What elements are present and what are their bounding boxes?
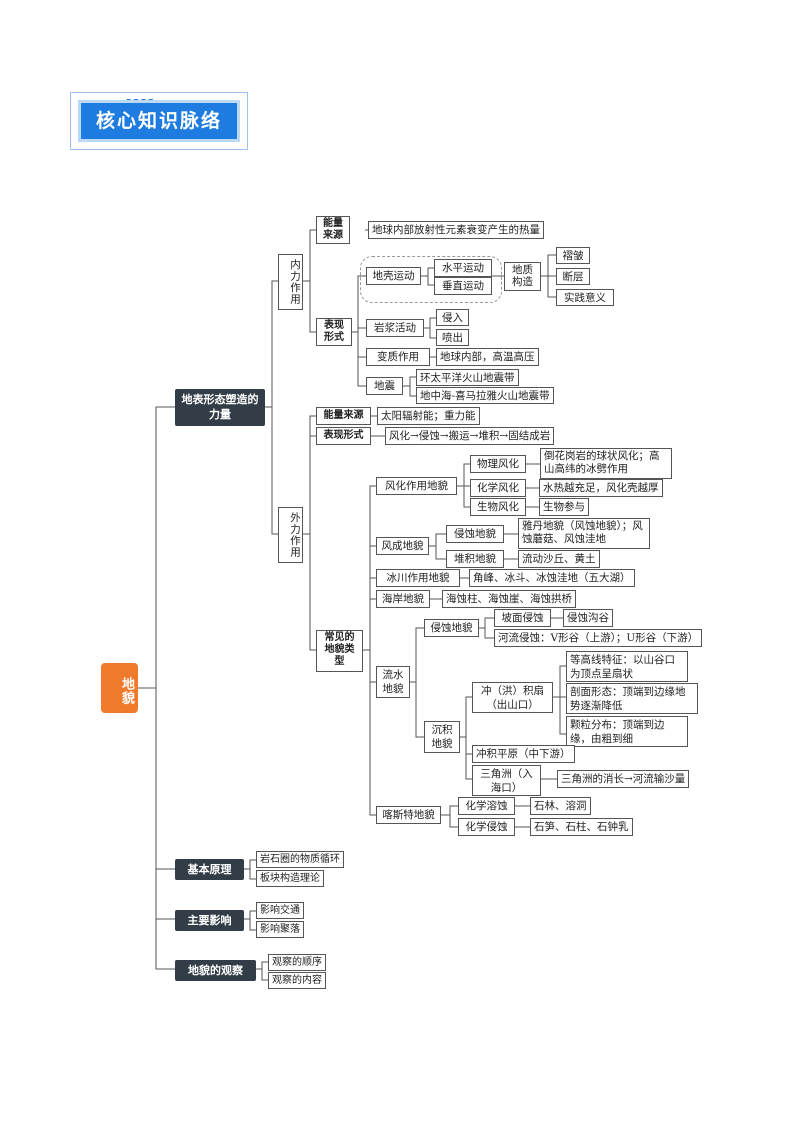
node-internal-force: 内力作用	[278, 254, 303, 310]
page-title: 核心知识脉络	[78, 100, 240, 142]
wind-deposit-value: 流动沙丘、黄土	[518, 550, 600, 568]
node-principles: 基本原理	[175, 859, 244, 880]
bio-weathering-value: 生物参与	[539, 498, 589, 516]
chem-erosion-value: 石笋、石柱、石钟乳	[530, 818, 633, 836]
node-phys-weathering: 物理风化	[470, 455, 526, 473]
principle-2: 板块构造理论	[256, 870, 324, 887]
node-slope-erosion: 坡面侵蚀	[494, 609, 551, 627]
chem-solution-value: 石林、溶洞	[530, 797, 591, 815]
node-crust-move: 地壳运动	[366, 267, 421, 285]
meta-value: 地球内部，高温高压	[436, 348, 539, 366]
title-frame	[70, 92, 248, 150]
node-erupt: 喷出	[436, 329, 469, 346]
wind-erosion-value: 雅丹地貌（风蚀地貌）；风蚀蘑菇、风蚀洼地	[518, 518, 650, 549]
node-a1-energy: 能量来源	[316, 216, 350, 244]
node-magma: 岩浆活动	[366, 319, 424, 337]
node-wind-landform: 风成地貌	[376, 537, 429, 555]
node-impact: 主要影响	[175, 910, 244, 931]
glacier-value: 角峰、冰斗、冰蚀洼地（五大湖）	[469, 569, 635, 587]
node-intrude: 侵入	[436, 309, 469, 326]
node-delta: 三角洲（入海口）	[472, 765, 541, 796]
node-practical: 实践意义	[556, 289, 614, 306]
node-wind-deposit: 堆积地貌	[446, 550, 504, 568]
node-observe: 地貌的观察	[175, 960, 256, 981]
node-a2-energy: 能量来源	[316, 407, 371, 425]
valley-value: 河流侵蚀：V形谷（上游）；U形谷（下游）	[494, 629, 703, 647]
fan-profile: 剖面形态：顶端到边缘地势逐渐降低	[566, 683, 698, 714]
root-node: 地貌	[101, 663, 138, 713]
node-a2-forms: 表现形式	[316, 427, 371, 445]
a1-energy-value: 地球内部放射性元素衰变产生的热量	[368, 221, 544, 239]
fan-contour: 等高线特征：以山谷口为顶点呈扇状	[566, 651, 688, 682]
principle-1: 岩石圈的物质循环	[256, 851, 344, 868]
node-chem-weathering: 化学风化	[470, 479, 526, 497]
node-fault: 断层	[556, 268, 590, 285]
a2-energy-value: 太阳辐射能；重力能	[377, 407, 480, 425]
node-horizontal: 水平运动	[434, 259, 492, 277]
node-alluvial-fan: 冲（洪）积扇（出山口）	[472, 682, 553, 713]
phys-weathering-value: 倒花岗岩的球状风化；高山高纬的冰劈作用	[540, 448, 672, 479]
node-bio-weathering: 生物风化	[470, 498, 526, 516]
chem-weathering-value: 水热越充足，风化壳越厚	[539, 479, 663, 497]
fan-grains: 颗粒分布：顶端到边缘，由粗到细	[566, 716, 688, 747]
observe-2: 观察的内容	[268, 972, 326, 989]
slope-erosion-value: 侵蚀沟谷	[563, 609, 613, 627]
observe-1: 观察的顺序	[268, 954, 326, 971]
node-a1-forms: 表现形式	[316, 318, 352, 346]
node-vertical: 垂直运动	[434, 277, 492, 295]
delta-value: 三角洲的消长→河流输沙量	[557, 770, 690, 788]
node-chem-erosion: 化学侵蚀	[458, 818, 515, 836]
node-common-landforms: 常见的地貌类型	[316, 630, 363, 672]
node-karst: 喀斯特地貌	[376, 806, 441, 824]
node-wind-erosion: 侵蚀地貌	[446, 525, 504, 543]
quake-belt-1: 环太平洋火山地震带	[416, 369, 519, 386]
node-glacier: 冰川作用地貌	[376, 569, 460, 587]
node-metamorphic: 变质作用	[366, 348, 430, 366]
node-river: 流水地貌	[376, 666, 410, 698]
quake-belt-2: 地中海-喜马拉雅火山地震带	[416, 387, 554, 404]
node-forces: 地表形态塑造的力量	[175, 389, 265, 426]
node-external-force: 外力作用	[278, 507, 303, 563]
node-fold: 褶皱	[556, 247, 590, 264]
impact-2: 影响聚落	[256, 921, 304, 938]
crust-highlight	[360, 256, 502, 303]
node-chem-solution: 化学溶蚀	[458, 797, 515, 815]
node-alluvial-plain: 冲积平原（中下游）	[472, 745, 575, 763]
coast-value: 海蚀柱、海蚀崖、海蚀拱桥	[442, 590, 576, 608]
node-river-deposit: 沉积地貌	[424, 721, 460, 753]
node-structure: 地质构造	[504, 262, 541, 291]
node-river-erosion: 侵蚀地貌	[424, 619, 479, 637]
node-quake: 地震	[366, 377, 403, 395]
node-coast: 海岸地貌	[376, 590, 430, 608]
a2-forms-value: 风化→侵蚀→搬运→堆积→固结成岩	[385, 427, 555, 445]
node-weathering: 风化作用地貌	[376, 477, 457, 495]
impact-1: 影响交通	[256, 902, 304, 919]
